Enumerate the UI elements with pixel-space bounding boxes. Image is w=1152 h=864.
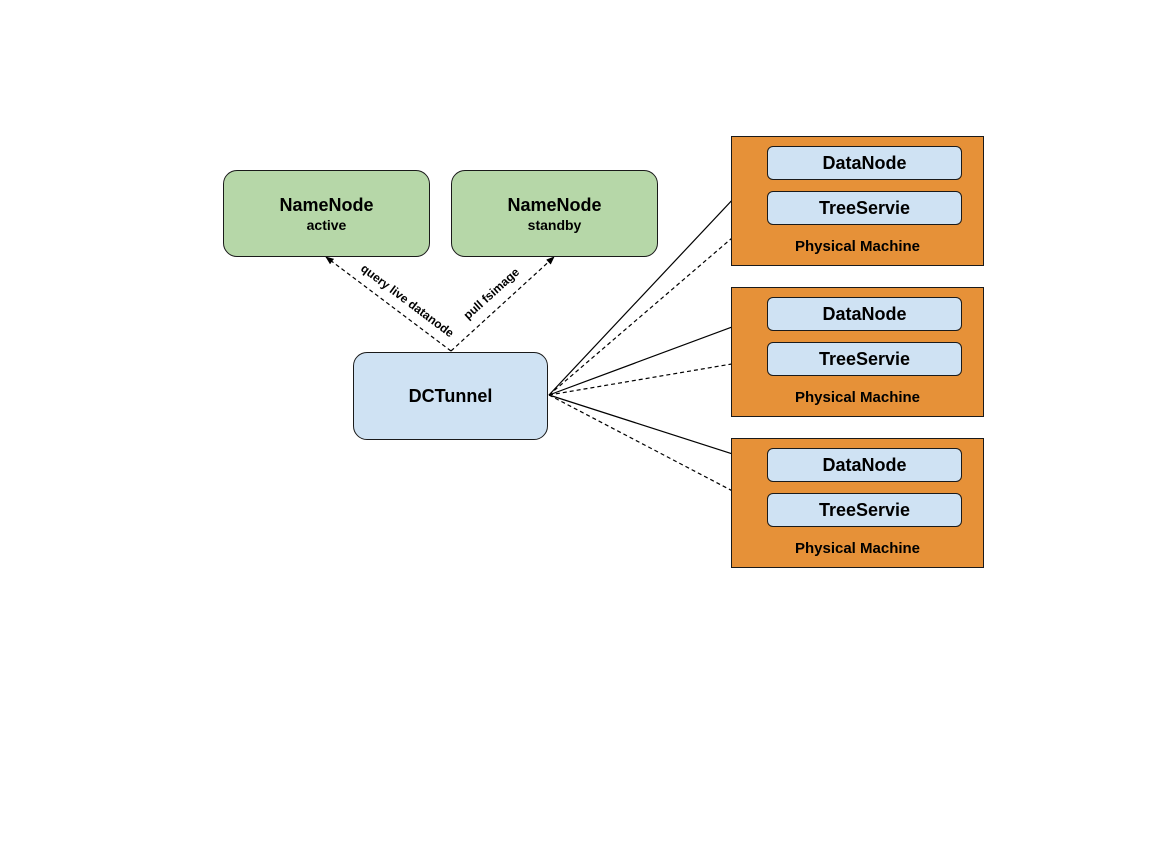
edge-query-live-datanode — [325, 256, 452, 352]
treeservice-box-1: TreeServie — [767, 191, 962, 225]
physical-machine-1: DataNode TreeServie Physical Machine — [731, 136, 984, 266]
datanode-box-2: DataNode — [767, 297, 962, 331]
namenode-standby-title: NameNode — [507, 194, 602, 215]
physical-machine-label-3: Physical Machine — [794, 540, 921, 557]
edge-label-pull-fsimage: pull fsimage — [461, 265, 523, 322]
edge-pull-fsimage — [450, 256, 555, 352]
dctunnel-box: DCTunnel — [353, 352, 548, 440]
physical-machine-3: DataNode TreeServie Physical Machine — [731, 438, 984, 568]
namenode-active-box: NameNode active — [223, 170, 430, 257]
namenode-standby-box: NameNode standby — [451, 170, 658, 257]
edge-tunnel-treeservice-1 — [548, 207, 768, 396]
physical-machine-2: DataNode TreeServie Physical Machine — [731, 287, 984, 417]
physical-machine-label-1: Physical Machine — [794, 238, 921, 255]
namenode-active-subtitle: active — [306, 216, 347, 233]
edge-label-query-live-datanode: query live datanode — [358, 261, 457, 340]
treeservice-box-2: TreeServie — [767, 342, 962, 376]
datanode-box-1: DataNode — [767, 146, 962, 180]
edge-tunnel-treeservice-3 — [548, 394, 768, 510]
edge-tunnel-datanode-3 — [548, 394, 768, 466]
edge-tunnel-treeservice-2 — [548, 355, 768, 396]
treeservice-box-3: TreeServie — [767, 493, 962, 527]
edge-tunnel-datanode-1 — [548, 162, 768, 396]
dctunnel-label: DCTunnel — [408, 385, 493, 406]
namenode-standby-subtitle: standby — [527, 216, 582, 233]
namenode-active-title: NameNode — [279, 194, 374, 215]
edge-tunnel-datanode-2 — [548, 313, 768, 396]
datanode-box-3: DataNode — [767, 448, 962, 482]
physical-machine-label-2: Physical Machine — [794, 389, 921, 406]
